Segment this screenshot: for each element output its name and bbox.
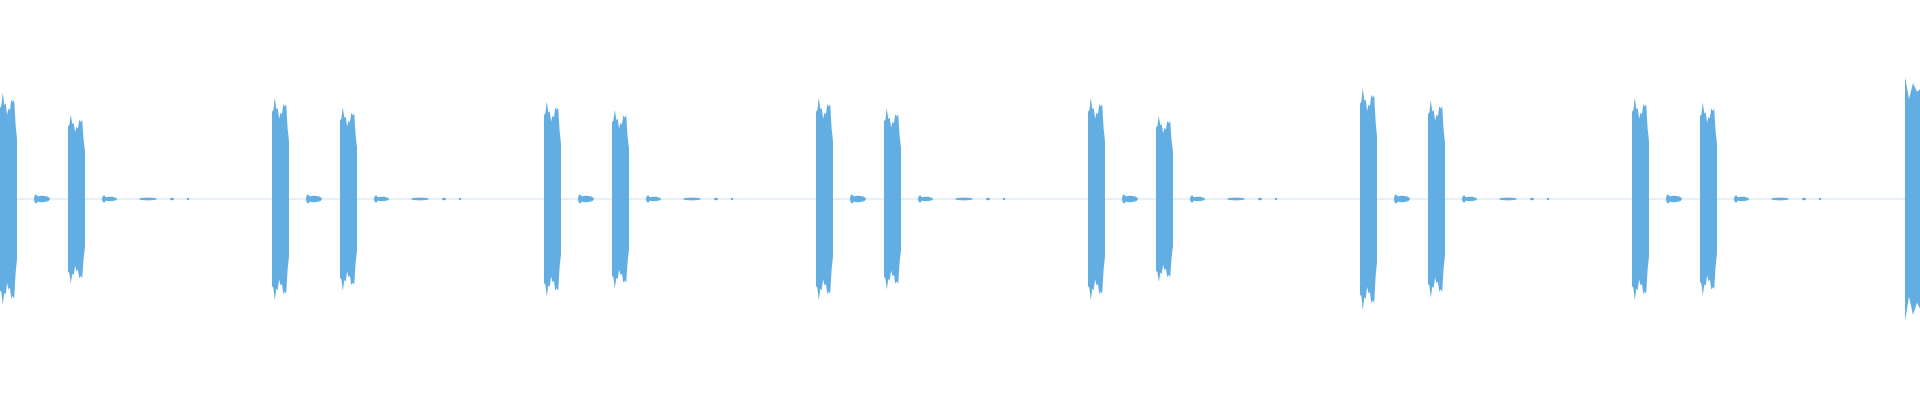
baseline-blip <box>139 197 157 201</box>
baseline-blip <box>103 196 117 202</box>
pulse-burst-first <box>1632 97 1649 301</box>
baseline-blip <box>919 196 933 202</box>
baseline-blip <box>918 195 922 203</box>
baseline-blip <box>186 197 190 201</box>
pulse-burst-second <box>340 107 357 291</box>
baseline-blip <box>170 197 174 201</box>
pulse-burst-first <box>1360 87 1377 311</box>
pulse-burst-first <box>816 97 833 301</box>
baseline-blip <box>1122 194 1126 204</box>
baseline-blip <box>646 195 650 203</box>
baseline-blip <box>1227 197 1245 201</box>
baseline-blip <box>1274 197 1278 201</box>
baseline-blip <box>1462 195 1466 203</box>
pulse-burst-second <box>884 108 901 290</box>
baseline-blip <box>1802 197 1806 201</box>
baseline-blip <box>1666 195 1682 203</box>
baseline-blip <box>850 195 866 203</box>
baseline-blip <box>1191 196 1205 202</box>
baseline-blip <box>986 197 990 201</box>
baseline-blip <box>1122 195 1138 203</box>
baseline-blip <box>578 194 582 204</box>
pulse-burst-second <box>1700 102 1717 296</box>
pulse-burst-first <box>0 92 17 306</box>
baseline-blip <box>1546 197 1550 201</box>
baseline-blip <box>1258 197 1262 201</box>
baseline-blip <box>306 194 310 204</box>
baseline-blip <box>1666 194 1670 204</box>
baseline-blip <box>375 196 389 202</box>
baseline-blip <box>850 194 854 204</box>
baseline-blip <box>458 197 462 201</box>
baseline-blip <box>1002 197 1006 201</box>
baseline-blip <box>1818 197 1822 201</box>
baseline-blip <box>1734 195 1738 203</box>
pulse-burst-trailing <box>1905 77 1920 321</box>
baseline-blip <box>411 197 429 201</box>
pulse-burst-first <box>544 101 561 297</box>
baseline-blip <box>306 195 322 203</box>
baseline-blip <box>442 197 446 201</box>
baseline-blip <box>683 197 701 201</box>
pulse-burst-first <box>272 97 289 301</box>
pulse-burst-second <box>612 109 629 289</box>
baseline-blip <box>374 195 378 203</box>
pulse-burst-second <box>1156 115 1173 283</box>
baseline-blip <box>714 197 718 201</box>
baseline-blip <box>1394 194 1398 204</box>
baseline-blip <box>647 196 661 202</box>
baseline-blip <box>1735 196 1749 202</box>
baseline-blip <box>955 197 973 201</box>
baseline-blip <box>1530 197 1534 201</box>
baseline-blip <box>730 197 734 201</box>
baseline-blip <box>1771 197 1789 201</box>
baseline-blip <box>1463 196 1477 202</box>
pulse-burst-second <box>68 114 85 284</box>
baseline-blip <box>34 194 38 204</box>
baseline-blip <box>102 195 106 203</box>
baseline-blip <box>1190 195 1194 203</box>
baseline-blip <box>34 195 50 203</box>
baseline-blip <box>1394 195 1410 203</box>
baseline-blip <box>578 195 594 203</box>
baseline-blip <box>1499 197 1517 201</box>
pulse-burst-second <box>1428 100 1445 298</box>
pulse-burst-first <box>1088 97 1105 301</box>
